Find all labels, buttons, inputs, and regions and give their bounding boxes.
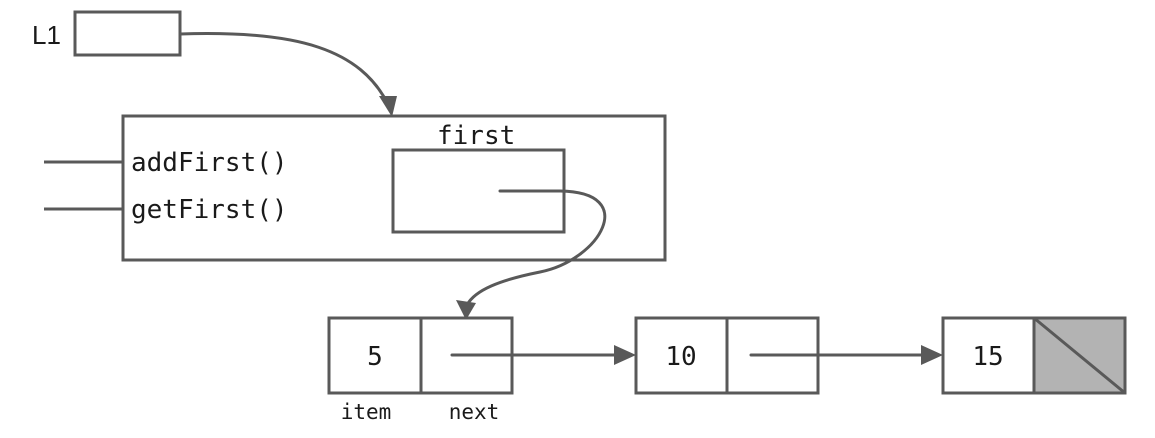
variable-name: L1 (32, 20, 61, 50)
node-2-item: 10 (665, 342, 696, 372)
field-first-label: first (437, 121, 515, 151)
method-getfirst: getFirst() (131, 195, 288, 225)
null-slash-icon (1033, 316, 1126, 395)
method-addfirst: addFirst() (131, 148, 288, 178)
node-next-label: next (449, 400, 500, 424)
node-item-label: item (341, 400, 392, 424)
variable-pointer-arrow (178, 32, 390, 106)
first-pointer-arrowhead (456, 300, 476, 320)
first-pointer-arrow (465, 189, 607, 307)
variable-box (73, 10, 182, 57)
node-3-item: 15 (972, 342, 1003, 372)
node-1-next-arrowhead (614, 345, 636, 365)
node-1-item: 5 (367, 342, 383, 372)
variable-pointer-arrowhead (379, 96, 397, 117)
node-2-next-arrowhead (921, 345, 943, 365)
